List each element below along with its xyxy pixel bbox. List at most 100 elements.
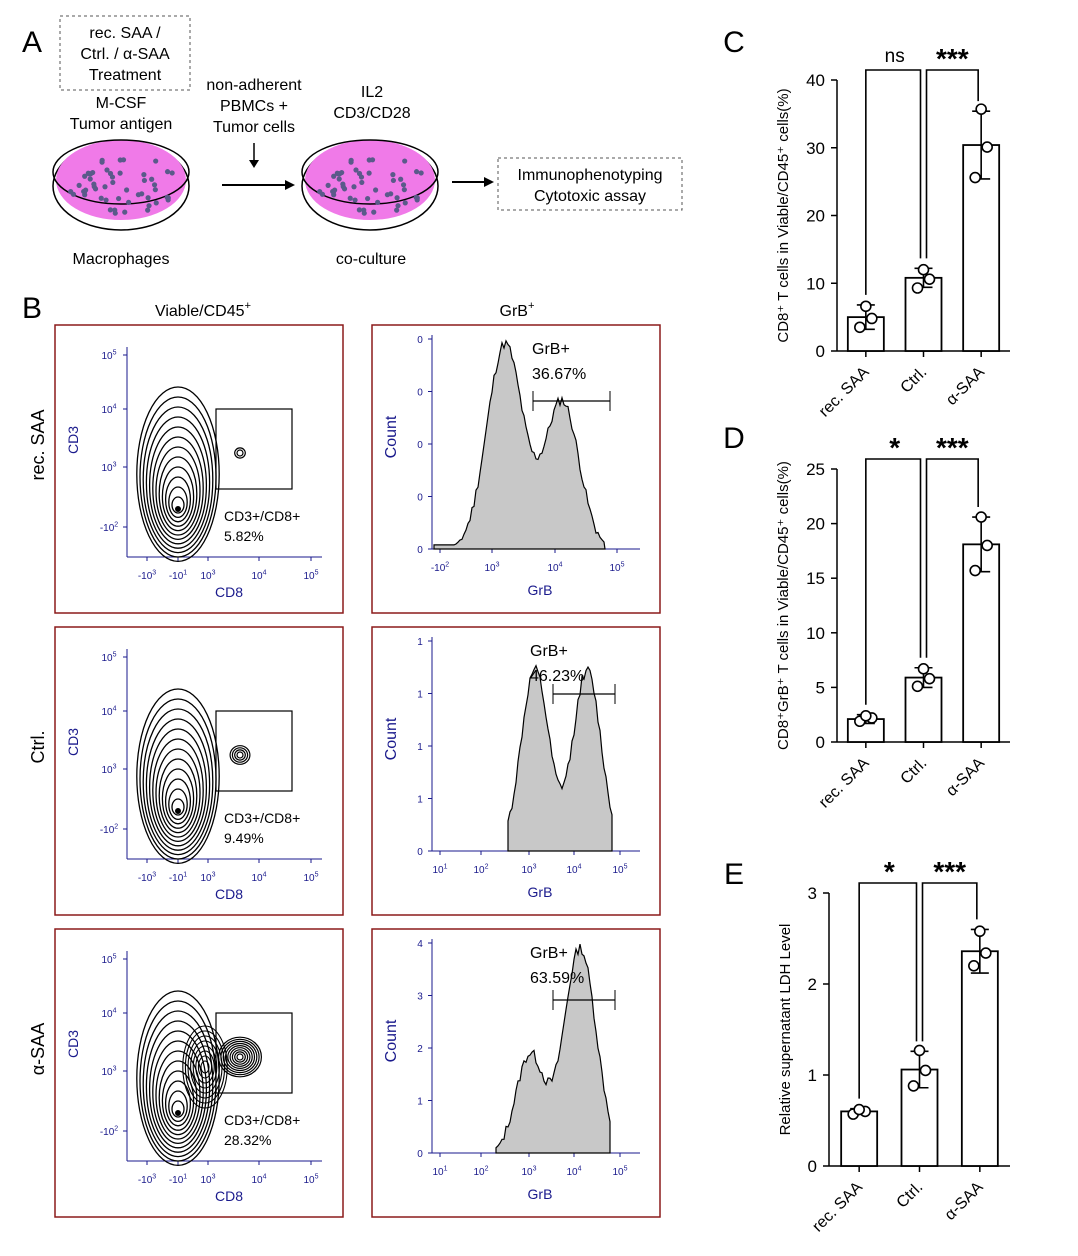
cell-dot bbox=[414, 197, 420, 203]
bar-category-label: Ctrl. bbox=[898, 755, 931, 788]
cell-dot bbox=[149, 176, 155, 182]
hist-x-tick: 105 bbox=[612, 864, 627, 877]
cell-dot bbox=[334, 170, 340, 176]
data-point bbox=[913, 1044, 926, 1057]
coculture-label: co-culture bbox=[336, 251, 406, 268]
hist-y-tick: 3 bbox=[417, 992, 423, 1003]
panel-a-label: A bbox=[22, 26, 42, 59]
hist-frame bbox=[371, 626, 661, 916]
hist-x-tick: 103 bbox=[521, 1166, 536, 1179]
contour-x-tick: -101 bbox=[169, 1174, 187, 1187]
cell-dot bbox=[145, 195, 151, 201]
cell-dot bbox=[91, 184, 97, 190]
hist-y-tick: 1 bbox=[417, 1097, 423, 1108]
dish-rim bbox=[52, 139, 190, 205]
cell-dot bbox=[390, 177, 397, 184]
coculture-dish bbox=[301, 139, 439, 231]
bar-category-label: α-SAA bbox=[943, 755, 988, 800]
cell-dot bbox=[110, 179, 116, 186]
cell-dot bbox=[390, 172, 396, 178]
contour-frame bbox=[54, 324, 344, 614]
cell-dot bbox=[164, 169, 171, 175]
cell-dot bbox=[361, 210, 367, 216]
contour-x-tick: 104 bbox=[251, 872, 266, 885]
contour-line bbox=[190, 1040, 220, 1094]
hist-x-tick: 103 bbox=[484, 562, 499, 575]
contour-x-tick: 103 bbox=[200, 872, 215, 885]
bar-y-tick-label: 20 bbox=[806, 207, 825, 226]
data-point bbox=[866, 312, 878, 325]
bar-category-label: rec. SAA bbox=[816, 364, 873, 421]
cell-dot bbox=[122, 209, 128, 215]
contour-x-tick: -103 bbox=[138, 1174, 156, 1187]
cell-dot bbox=[375, 199, 381, 205]
contour-line bbox=[148, 728, 208, 847]
bar-category-label: α-SAA bbox=[943, 364, 988, 409]
hist-y-tick: 0 bbox=[417, 1149, 423, 1160]
cd8-gate bbox=[215, 408, 293, 490]
hist-x-tick: 104 bbox=[566, 1166, 581, 1179]
cell-dot bbox=[117, 157, 123, 163]
gate-label: CD3+/CD8+ bbox=[224, 810, 300, 826]
contour-line bbox=[158, 1060, 198, 1136]
cell-dot bbox=[413, 169, 420, 175]
row-label: rec. SAA bbox=[28, 409, 48, 480]
data-point bbox=[917, 663, 930, 675]
data-point bbox=[860, 709, 872, 722]
assay-text: Immunophenotyping bbox=[518, 167, 663, 184]
contour-line bbox=[171, 798, 185, 816]
cell-dot bbox=[103, 197, 109, 203]
panel-b-label: B bbox=[22, 292, 42, 325]
contour-x-tick: 105 bbox=[303, 1174, 318, 1187]
gate-contour bbox=[227, 1044, 253, 1069]
cell-dot bbox=[141, 177, 148, 184]
cell-dot bbox=[394, 195, 400, 201]
panel-d-label: D bbox=[723, 422, 745, 455]
bar bbox=[962, 543, 1001, 743]
contour-line bbox=[187, 1035, 223, 1099]
hist-x-tick: 101 bbox=[432, 1166, 447, 1179]
bar-ylabel: CD8⁺GrB⁺ T cells in Viable/CD45⁺ cells(%… bbox=[775, 461, 792, 750]
gate-percent: 28.32% bbox=[224, 1132, 271, 1148]
hist-y-tick: 0 bbox=[417, 545, 423, 556]
cell-dot bbox=[364, 195, 371, 202]
cell-dot bbox=[351, 184, 357, 190]
contour-line bbox=[171, 496, 185, 514]
cell-dot bbox=[336, 176, 342, 182]
data-point bbox=[919, 1064, 932, 1077]
bar-ylabel: CD8⁺ T cells in Viable/CD45⁺ cells(%) bbox=[775, 88, 792, 342]
grb-gate-percent: 36.67% bbox=[532, 366, 586, 383]
cell-dot bbox=[107, 170, 114, 177]
bar-y-tick-label: 0 bbox=[808, 1157, 817, 1176]
bar-category-label: rec. SAA bbox=[809, 1179, 866, 1236]
contour-line bbox=[152, 1040, 204, 1145]
gate-contour bbox=[229, 1047, 251, 1067]
cell-dot bbox=[418, 170, 424, 176]
il2-text: CD3/CD28 bbox=[333, 105, 410, 122]
row-label: α-SAA bbox=[28, 1023, 48, 1075]
cell-dot bbox=[402, 158, 408, 164]
data-point bbox=[981, 141, 993, 153]
cell-dot bbox=[401, 187, 407, 193]
bar-y-tick-label: 2 bbox=[808, 975, 817, 994]
gate-label: CD3+/CD8+ bbox=[224, 508, 300, 524]
hist-x-tick: 105 bbox=[609, 562, 624, 575]
dish-medium bbox=[56, 140, 186, 220]
hist-x-tick: 103 bbox=[521, 864, 536, 877]
data-point bbox=[923, 672, 936, 685]
hist-x-tick: -102 bbox=[431, 562, 449, 575]
grb-histogram bbox=[433, 339, 606, 550]
cell-dot bbox=[340, 184, 346, 190]
gate-contour bbox=[234, 1051, 246, 1063]
contour-ylabel: CD3 bbox=[65, 426, 81, 454]
right-arrow-2-head bbox=[484, 177, 494, 187]
bar bbox=[904, 276, 943, 352]
cell-dot bbox=[83, 187, 89, 193]
hist-x-tick: 104 bbox=[566, 864, 581, 877]
gate-percent: 9.49% bbox=[224, 830, 264, 846]
cell-dot bbox=[395, 203, 401, 209]
